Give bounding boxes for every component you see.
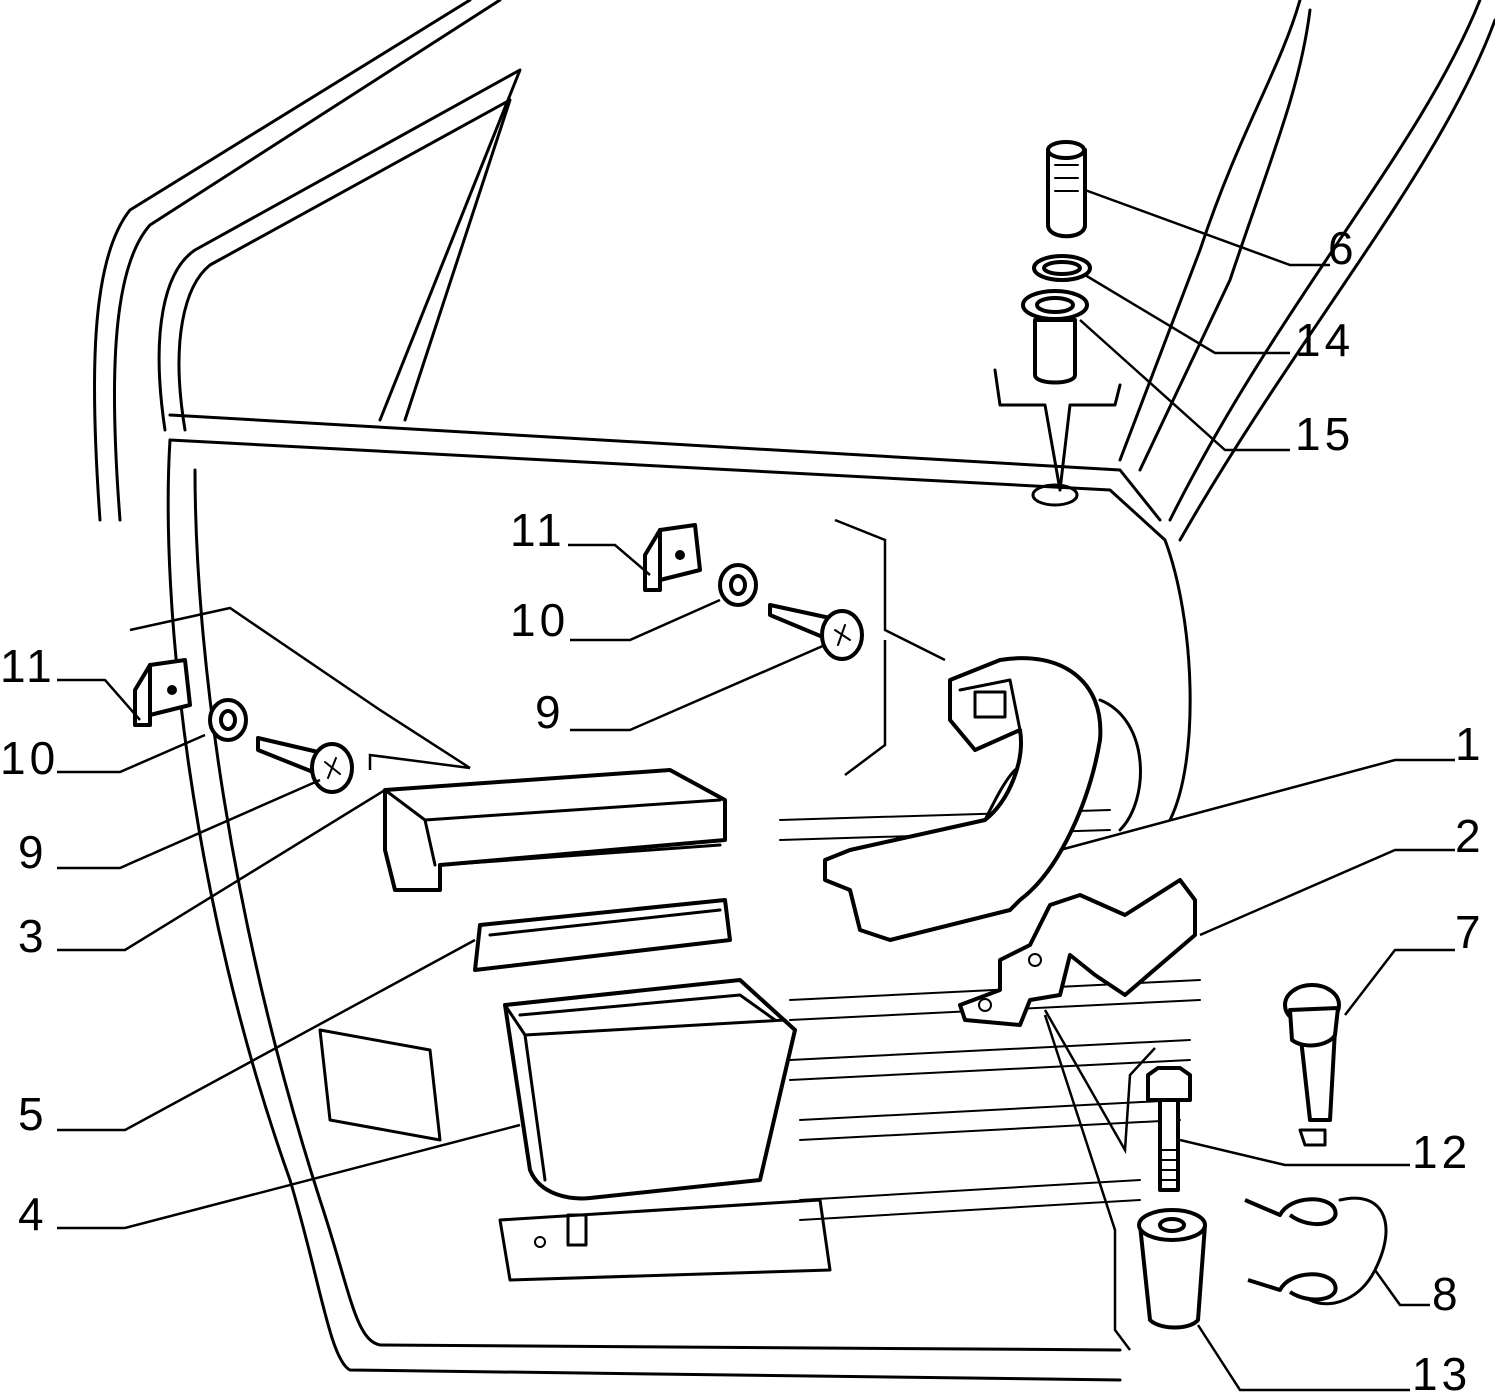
door-pull-handle: [823, 656, 1103, 942]
callout-10-lower: 10: [0, 732, 59, 784]
door-lock-knob: [1046, 140, 1087, 239]
callout-9-upper: 9: [535, 686, 565, 738]
clip-nut-lower: [133, 658, 192, 727]
callout-13: 13: [1412, 1348, 1471, 1396]
spring-clip: [1244, 1196, 1388, 1306]
callout-7: 7: [1455, 906, 1485, 958]
screw-lower: [256, 736, 354, 794]
trim-insert: [473, 898, 732, 972]
washer-lower: [208, 698, 248, 742]
callout-3: 3: [18, 910, 48, 962]
hinge-bracket: [958, 878, 1197, 1027]
hinge-bolt: [1146, 1066, 1192, 1192]
callout-1: 1: [1455, 718, 1485, 770]
hinge-bushing: [1137, 1208, 1207, 1330]
callout-6: 6: [1328, 222, 1358, 274]
callout-15: 15: [1295, 408, 1354, 460]
callout-14: 14: [1295, 314, 1354, 366]
washer-14: [1032, 254, 1092, 282]
armrest-cover: [383, 768, 727, 892]
bushing-15: [1021, 289, 1089, 385]
callout-11-upper: 11: [510, 504, 566, 556]
door-outline: [92, 0, 1495, 1382]
washer-upper: [718, 563, 758, 607]
leader-lines: [57, 188, 1455, 1392]
callout-10-upper: 10: [510, 594, 569, 646]
callout-labels: 1 2 3 4 5 6 7 8 9 9 10 10 11 11 12 13 14…: [0, 222, 1485, 1396]
callout-9-lower: 9: [18, 826, 48, 878]
callout-11-lower: 11: [0, 640, 56, 692]
callout-12: 12: [1412, 1126, 1471, 1178]
callout-4: 4: [18, 1188, 48, 1240]
callout-8: 8: [1432, 1268, 1462, 1320]
screw-upper: [768, 603, 864, 661]
hinge-pin: [1283, 983, 1341, 1147]
storage-pocket: [503, 978, 797, 1201]
callout-2: 2: [1455, 810, 1485, 862]
callout-5: 5: [18, 1088, 48, 1140]
clip-nut-upper: [643, 523, 702, 592]
